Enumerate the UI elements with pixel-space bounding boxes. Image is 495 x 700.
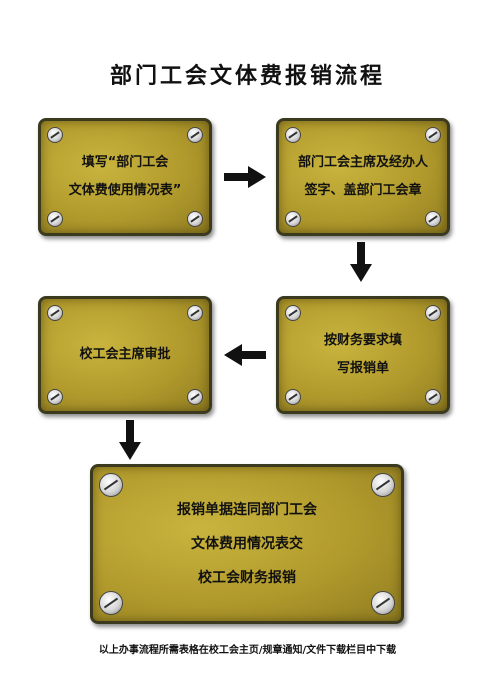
- step-4-line-1: 校工会主席审批: [79, 347, 171, 362]
- screw-icon: [371, 473, 395, 497]
- screw-icon: [285, 305, 301, 321]
- step-2-line-1: 部门工会主席及经办人: [297, 155, 428, 170]
- arrow-left-icon: [224, 344, 266, 366]
- step-1-fill-form: 填写“部门工会 文体费使用情况表”: [38, 118, 212, 236]
- screw-icon: [187, 305, 203, 321]
- step-2-sign-and-stamp: 部门工会主席及经办人 签字、盖部门工会章: [276, 118, 450, 236]
- screw-icon: [425, 127, 441, 143]
- screw-icon: [47, 211, 63, 227]
- step-3-line-2: 写报销单: [336, 361, 389, 376]
- page-title: 部门工会文体费报销流程: [109, 64, 385, 89]
- screw-icon: [187, 127, 203, 143]
- arrow-down-icon: [119, 420, 141, 460]
- step-3-fill-reimbursement: 按财务要求填 写报销单: [276, 296, 450, 414]
- arrow-down-icon: [350, 242, 372, 282]
- step-5-line-2: 文体费用情况表交: [191, 536, 303, 552]
- screw-icon: [47, 389, 63, 405]
- step-5-line-1: 报销单据连同部门工会: [177, 502, 317, 518]
- step-2-line-2: 签字、盖部门工会章: [304, 183, 422, 198]
- step-5-submit-to-finance: 报销单据连同部门工会 文体费用情况表交 校工会财务报销: [90, 464, 404, 624]
- step-1-line-2: 文体费使用情况表”: [68, 183, 182, 198]
- screw-icon: [47, 305, 63, 321]
- screw-icon: [285, 211, 301, 227]
- screw-icon: [99, 473, 123, 497]
- screw-icon: [371, 591, 395, 615]
- screw-icon: [47, 127, 63, 143]
- screw-icon: [285, 127, 301, 143]
- step-4-chair-approval: 校工会主席审批: [38, 296, 212, 414]
- screw-icon: [285, 389, 301, 405]
- step-1-line-1: 填写“部门工会: [81, 155, 169, 170]
- screw-icon: [99, 591, 123, 615]
- screw-icon: [187, 211, 203, 227]
- step-5-line-3: 校工会财务报销: [198, 570, 296, 586]
- screw-icon: [187, 389, 203, 405]
- screw-icon: [425, 211, 441, 227]
- arrow-right-icon: [224, 166, 266, 188]
- step-3-line-1: 按财务要求填: [323, 333, 402, 348]
- screw-icon: [425, 389, 441, 405]
- screw-icon: [425, 305, 441, 321]
- footer-note: 以上办事流程所需表格在校工会主页/规章通知/文件下载栏目中下载: [98, 645, 397, 656]
